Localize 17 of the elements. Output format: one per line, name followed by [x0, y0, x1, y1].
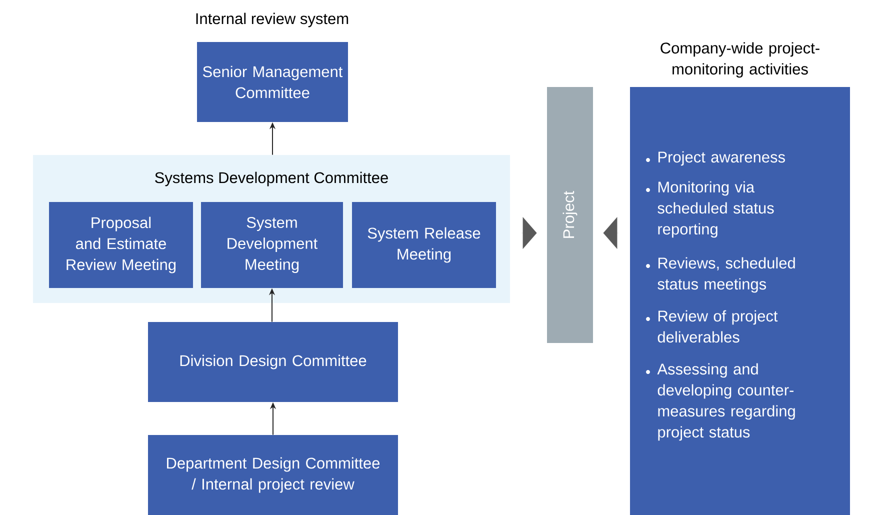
- bullet-item: Reviews, scheduled status meetings: [646, 257, 795, 293]
- bullet-item: Assessing and developing counter-measures regarding project status: [646, 363, 795, 441]
- chevron-arrow: [603, 217, 619, 249]
- committee-box: Division Design Committee: [148, 322, 398, 402]
- meeting-box: Proposal and Estimate Review Meeting: [49, 202, 193, 288]
- bullet-item: Project awareness: [646, 151, 785, 166]
- meeting-box: System Development Meeting: [201, 202, 343, 288]
- committee-box: Department Design Committee / Internal project review: [148, 435, 398, 515]
- chevron-arrow: [521, 217, 537, 249]
- bullet-item: Monitoring via scheduled status reporting: [646, 181, 774, 238]
- panel-heading: Company-wide project-monitoring activities: [660, 42, 820, 78]
- column-heading: Internal review system: [196, 12, 348, 28]
- bullet-item: Review of project deliverables: [646, 310, 778, 343]
- committee-box: Senior Management Committee: [197, 42, 348, 122]
- activities-panel: [630, 42, 850, 515]
- project-bar: Project: [547, 87, 593, 343]
- meeting-box: System Release Meeting: [352, 202, 496, 288]
